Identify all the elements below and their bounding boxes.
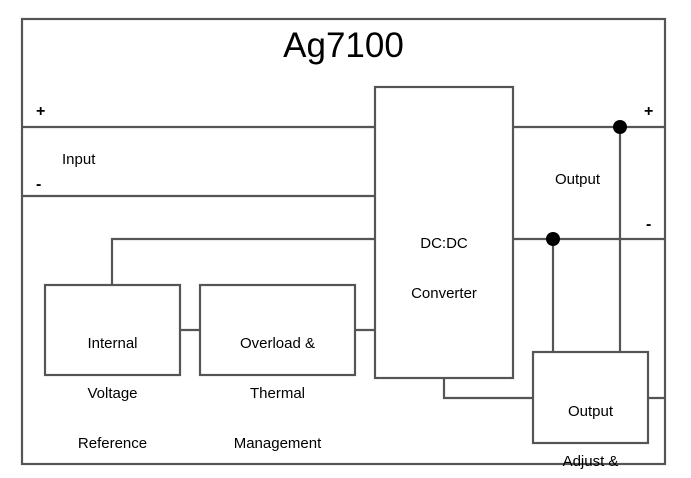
output-adjust-feedback-label-line-1: Output [567, 402, 614, 420]
dcdc-converter-label-line-1: DC:DC [420, 234, 468, 252]
internal-voltage-reference-label-line-3: Reference [77, 435, 148, 453]
output-adjust-feedback-block [531, 350, 650, 445]
overload-thermal-management-label-line-3: Management [233, 435, 322, 453]
output-adjust-feedback-label: Output Adjust & Feedback [533, 370, 648, 478]
output-plus-label: + [644, 103, 654, 120]
overload-thermal-management-label: Overload & Thermal Management [200, 302, 355, 478]
output-plus-junction-dot [613, 120, 627, 134]
overload-thermal-management-label-line-2: Thermal [249, 384, 305, 402]
output-minus-junction-dot [546, 232, 560, 246]
diagram-title: Ag7100 [283, 26, 404, 65]
input-label: Input [62, 151, 96, 168]
internal-voltage-reference-block [43, 283, 182, 377]
output-adjust-feedback-label-line-2: Adjust & [562, 452, 619, 470]
dcdc-converter-label-line-2: Converter [411, 284, 477, 302]
overload-thermal-management-label-line-1: Overload & [239, 334, 316, 352]
dcdc-converter-label: DC:DC Converter [375, 202, 513, 336]
overload-thermal-management-block [198, 283, 357, 377]
dcdc-to-feedback-wire [442, 378, 533, 400]
internal-voltage-reference-label-line-1: Internal [87, 334, 138, 352]
input-plus-label: + [36, 103, 46, 120]
input-minus-label: - [36, 176, 42, 193]
output-label: Output [555, 171, 601, 188]
internal-voltage-reference-label: Internal Voltage Reference [45, 302, 180, 478]
internal-voltage-reference-label-line-2: Voltage [87, 384, 138, 402]
reference-sense-wire [110, 237, 375, 285]
dcdc-converter-block [373, 85, 515, 380]
output-minus-label: - [646, 216, 652, 233]
